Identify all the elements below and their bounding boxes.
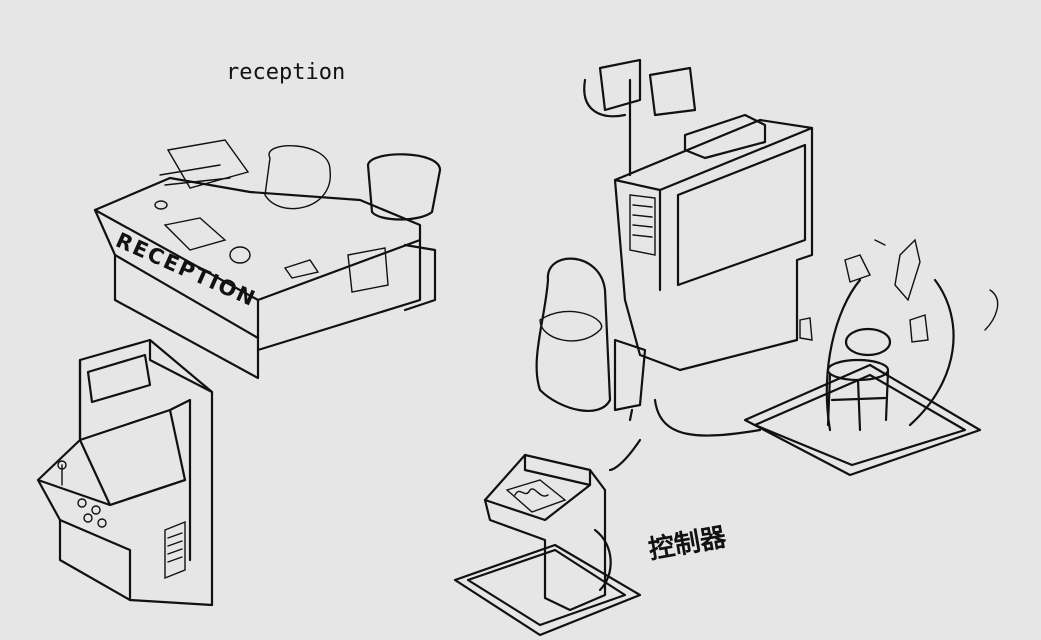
chair-platform bbox=[743, 238, 999, 477]
tv-camera-setup bbox=[535, 58, 814, 472]
arcade-cabinet bbox=[36, 338, 214, 607]
reception-desk bbox=[93, 139, 442, 380]
controller-kiosk bbox=[453, 453, 642, 637]
reception-caption: reception bbox=[226, 60, 346, 85]
